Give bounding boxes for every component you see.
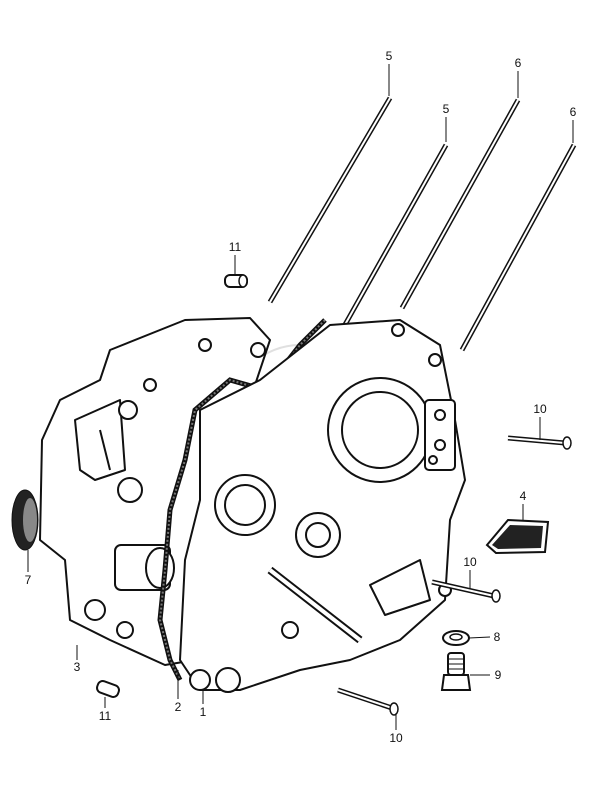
callout-labels: 5 5 6 6 11 10 4 10 8 9 10 7 3 11 2 1 [25,49,577,745]
callout-7: 8 [494,630,501,644]
stud-6a [399,98,521,310]
stud-bolts [267,96,577,352]
callout-5: 5 [386,49,393,63]
callout-2: 2 [175,700,182,714]
drain-plug-9 [440,652,472,691]
washer-7 [442,630,470,646]
callout-6: 6 [570,105,577,119]
stud-6b [459,143,577,352]
bolt-10-upper [507,435,572,450]
dowel-pin-11-bottom [96,680,120,698]
stud-5a [267,96,393,304]
callout-10: 10 [533,402,547,416]
callout-9: 9 [495,668,502,682]
callout-5: 5 [443,102,450,116]
callout-8: 7 [25,573,32,587]
callout-11: 11 [229,240,242,254]
bolt-10-bottom [337,687,399,716]
callout-3: 3 [74,660,81,674]
callout-6: 6 [515,56,522,70]
callout-1: 1 [200,705,207,719]
callout-4: 4 [520,489,527,503]
leader-lines [27,64,574,730]
right-crankcase-half [179,319,466,693]
dowel-pin-11-top [224,274,248,288]
filter-screen-4 [485,518,550,555]
stud-5b [339,143,449,332]
bolt-10-middle [431,579,501,603]
callout-10: 10 [389,731,403,745]
oil-seal-8 [11,489,39,551]
callout-10: 10 [463,555,477,569]
callout-11: 11 [99,709,112,723]
